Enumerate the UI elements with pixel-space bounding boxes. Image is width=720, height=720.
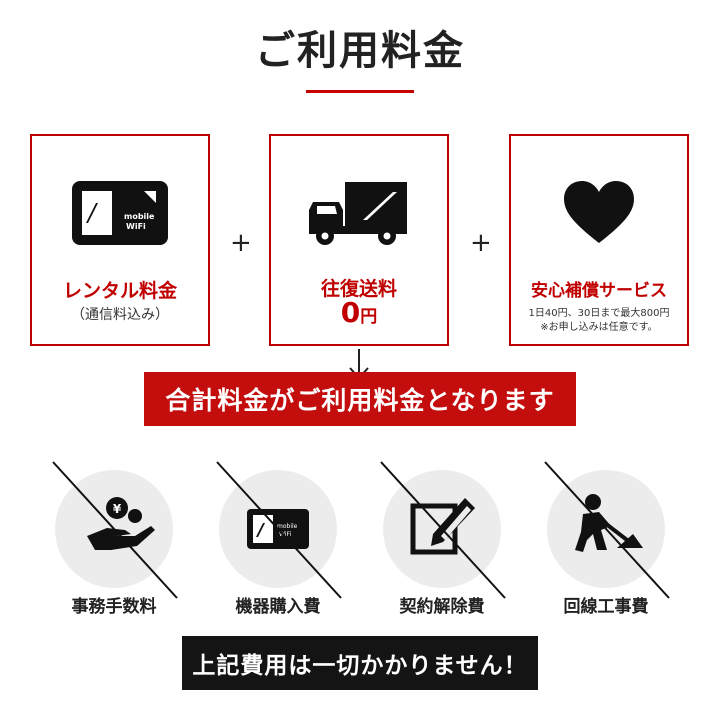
plus-sign: + — [470, 228, 492, 258]
construction-worker-icon — [575, 494, 643, 552]
price-unit: 円 — [360, 307, 378, 327]
no-fees-banner: 上記費用は一切かかりません！ — [182, 636, 538, 690]
svg-text:¥: ¥ — [113, 502, 122, 516]
price-number: 0 — [340, 296, 361, 329]
shipping-fee-label: 往復送料 — [320, 278, 397, 300]
insurance-box: 安心補償サービス 1日40円、30日まで最大800円 ※お申し込みは任意です。 — [509, 134, 689, 346]
truck-icon — [271, 178, 447, 248]
insurance-note-2: ※お申し込みは任意です。 — [540, 322, 658, 333]
shipping-fee-price: 0円 — [271, 296, 447, 329]
svg-text:WiFi: WiFi — [279, 531, 291, 538]
insurance-label: 安心補償サービス — [531, 281, 667, 301]
title-underline — [306, 90, 414, 93]
svg-text:mobile: mobile — [277, 523, 298, 530]
plus-sign: + — [230, 228, 252, 258]
rental-fee-sub: （通信料込み） — [71, 307, 169, 323]
svg-text:mobile: mobile — [124, 212, 155, 221]
fee-label-device: 機器購入費 — [235, 597, 321, 617]
svg-text:WiFi: WiFi — [126, 222, 146, 231]
fee-circle-construction — [547, 470, 665, 588]
shipping-fee-box: 往復送料 0円 — [269, 134, 449, 346]
heart-icon — [511, 178, 687, 248]
page-title: ご利用料金 — [255, 28, 465, 74]
fee-label-construction: 回線工事費 — [563, 597, 649, 617]
fee-circle-cancel — [383, 470, 501, 588]
fee-circle-device: mobile WiFi — [219, 470, 337, 588]
hand-coin-icon: ¥ — [87, 497, 155, 550]
insurance-note-1: 1日40円、30日まで最大800円 — [528, 308, 670, 319]
rental-fee-label: レンタル料金 — [62, 280, 177, 302]
total-fee-banner: 合計料金がご利用料金となります — [144, 372, 576, 426]
fee-label-cancel: 契約解除費 — [399, 597, 485, 617]
rental-fee-box: mobile WiFi レンタル料金 （通信料込み） — [30, 134, 210, 346]
mobile-wifi-icon: mobile WiFi — [247, 509, 309, 549]
document-pen-icon — [410, 498, 475, 555]
mobile-wifi-icon: mobile WiFi — [32, 178, 208, 248]
fee-circle-admin: ¥ — [55, 470, 173, 588]
fee-label-admin: 事務手数料 — [71, 597, 157, 617]
